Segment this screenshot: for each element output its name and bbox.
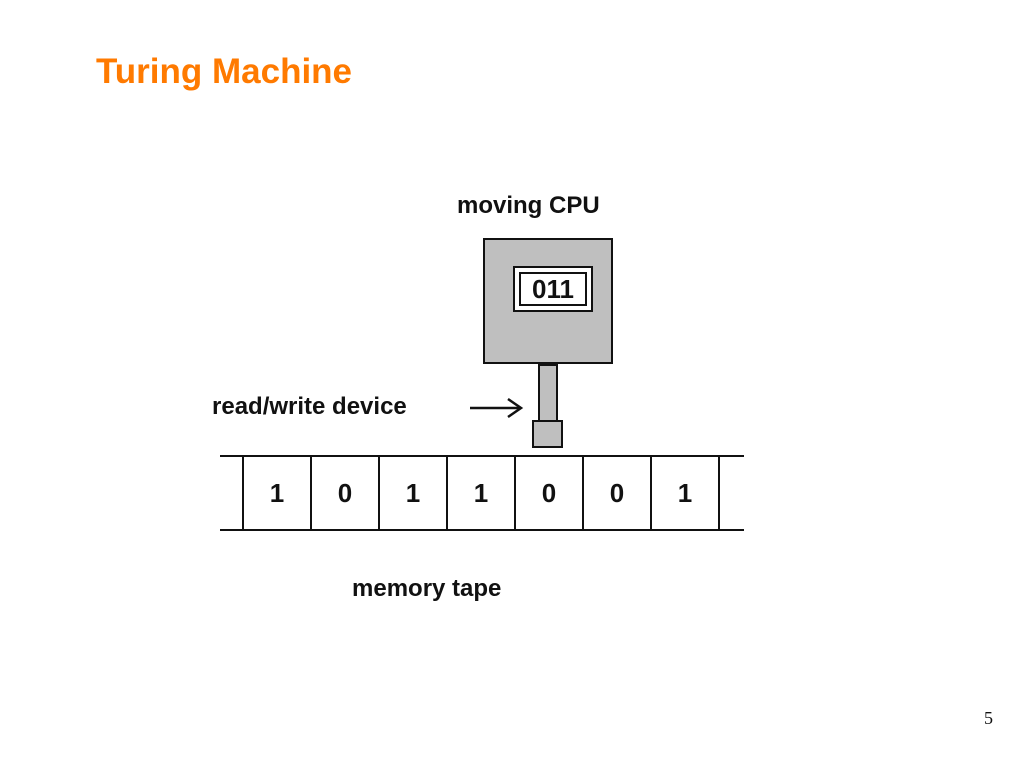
tape-cell-divider <box>718 455 720 531</box>
read-write-head <box>532 420 563 448</box>
tape-cell: 1 <box>650 455 718 531</box>
tape-cell: 0 <box>310 455 378 531</box>
arrow-right-icon <box>470 397 524 419</box>
cpu-label: moving CPU <box>457 192 600 219</box>
cpu-state-value: 011 <box>519 272 587 306</box>
read-write-arm <box>538 364 558 422</box>
tape-top-edge <box>220 455 744 457</box>
slide-title: Turing Machine <box>96 52 353 91</box>
tape-cell: 0 <box>582 455 650 531</box>
memory-tape-label: memory tape <box>352 575 502 602</box>
tape-cell: 1 <box>242 455 310 531</box>
cpu-register: 011 <box>513 266 593 312</box>
tape-cell: 1 <box>446 455 514 531</box>
read-write-label: read/write device <box>212 393 407 420</box>
tape-bottom-edge <box>220 529 744 531</box>
page-number: 5 <box>984 708 993 728</box>
tape-cell: 0 <box>514 455 582 531</box>
tape-cell: 1 <box>378 455 446 531</box>
